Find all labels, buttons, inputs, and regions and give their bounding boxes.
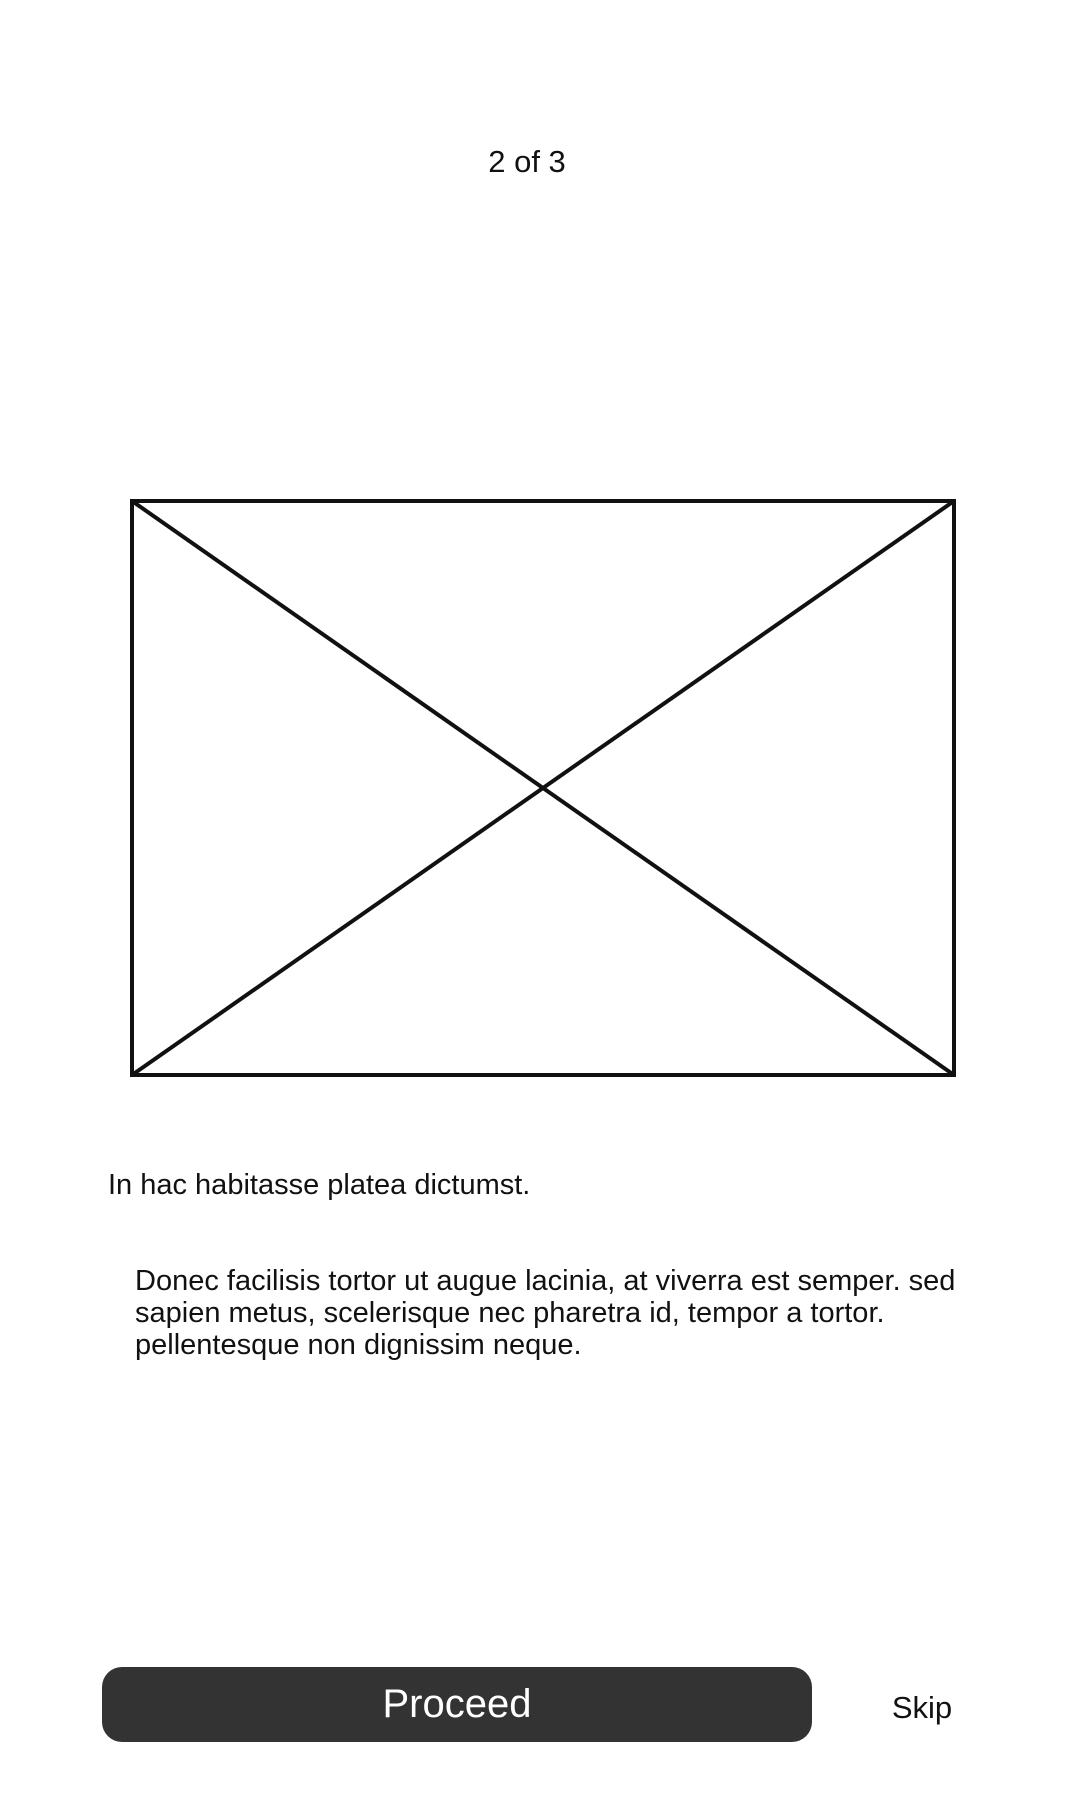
onboarding-description: Donec facilisis tortor ut augue lacinia,… xyxy=(135,1265,956,1361)
proceed-button[interactable]: Proceed xyxy=(102,1667,812,1742)
image-placeholder-icon xyxy=(130,499,956,1077)
page-indicator: 2 of 3 xyxy=(488,144,566,179)
skip-button[interactable]: Skip xyxy=(891,1690,953,1725)
onboarding-headline: In hac habitasse platea dictumst. xyxy=(108,1169,531,1201)
